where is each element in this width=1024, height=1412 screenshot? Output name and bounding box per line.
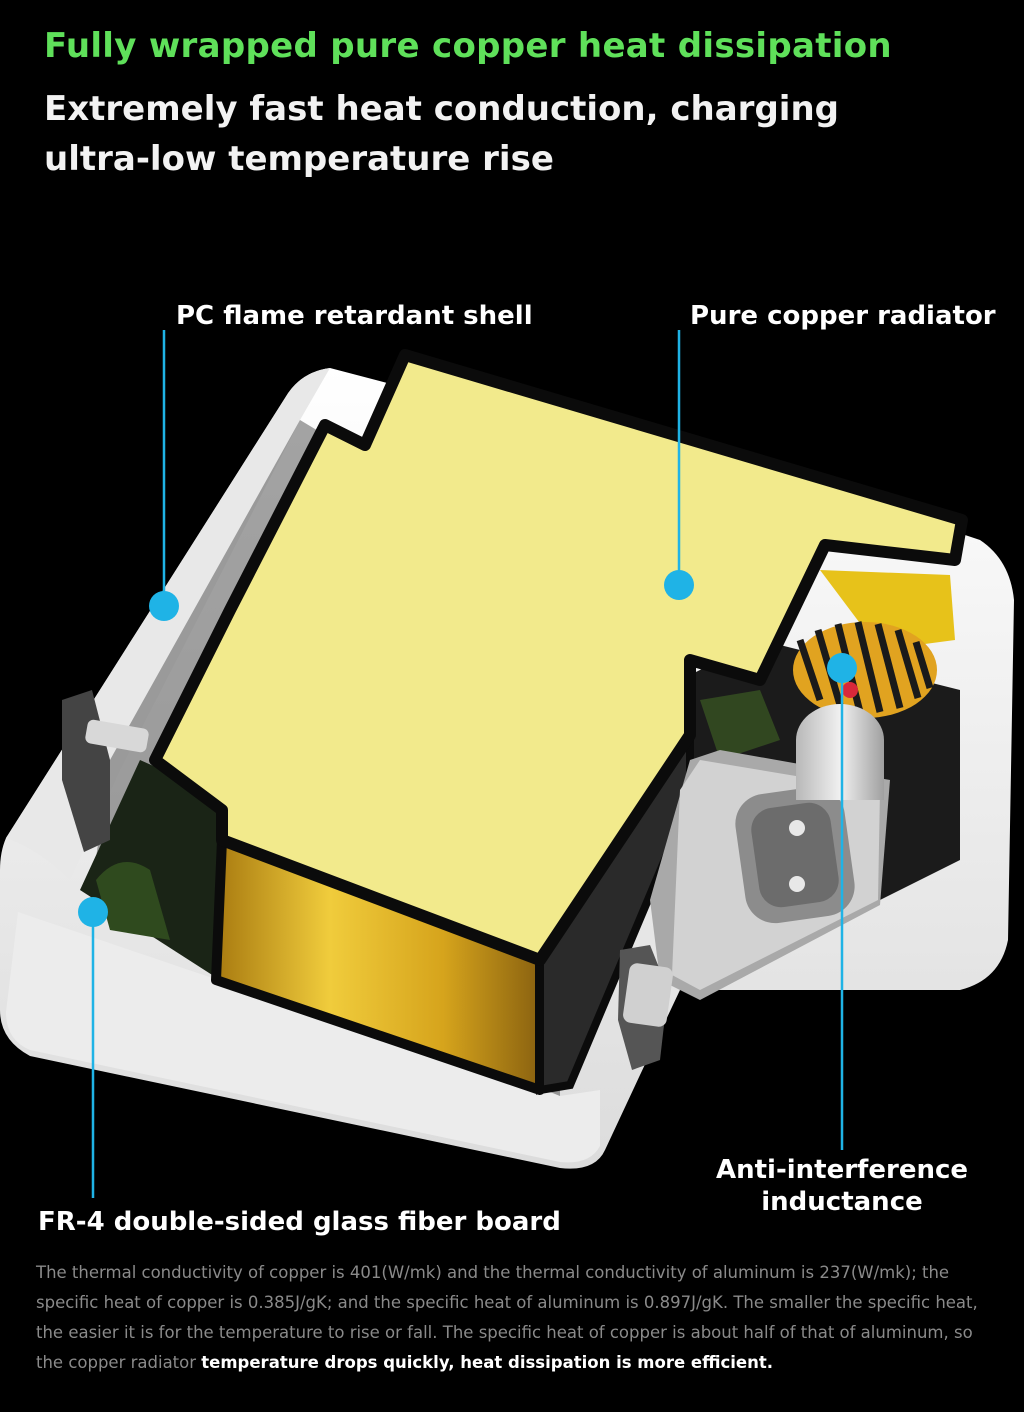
body-text-emphasis: temperature drops quickly, heat dissipat… (201, 1353, 774, 1372)
callout-label-inductance: Anti-interference inductance (715, 1155, 969, 1217)
headline: Fully wrapped pure copper heat dissipati… (44, 26, 892, 66)
callout-dot-inductance (827, 653, 857, 683)
callout-lines (91, 330, 844, 1198)
copper-radiator (149, 349, 968, 1095)
subheadline: Extremely fast heat conduction, charging… (44, 89, 839, 179)
callout-dot-copper (664, 570, 694, 600)
metal-contact-pins (62, 690, 673, 1070)
plug-socket (650, 704, 890, 1000)
callout-dot-board (78, 897, 108, 927)
callout-label-copper-radiator: Pure copper radiator (690, 301, 996, 331)
charger-cutaway-illustration (0, 330, 1014, 1198)
callout-dot-shell (149, 591, 179, 621)
body-paragraph: The thermal conductivity of copper is 40… (36, 1258, 1001, 1378)
callout-label-shell: PC flame retardant shell (176, 301, 533, 331)
callout-dots (78, 570, 857, 927)
callout-label-board: FR-4 double-sided glass fiber board (38, 1207, 561, 1237)
body-text-regular: The thermal conductivity of copper is 40… (36, 1263, 978, 1372)
inductance-coil (793, 570, 955, 718)
